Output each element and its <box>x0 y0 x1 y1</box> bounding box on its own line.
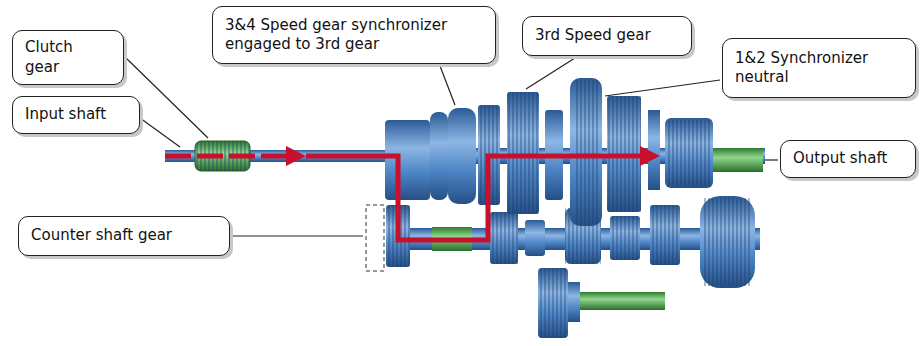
leader-line <box>605 80 720 96</box>
callout-text: Output shaft <box>793 149 903 169</box>
gear-teeth <box>704 198 751 286</box>
leader-line <box>230 235 363 236</box>
input-gear <box>385 120 430 200</box>
gear-teeth <box>650 205 680 265</box>
callout-box: 3rd Speed gear <box>522 16 692 56</box>
idler-hub <box>568 282 580 322</box>
gear-teeth <box>507 92 539 214</box>
power-flow-arrow <box>306 156 652 240</box>
gear-teeth <box>538 268 568 338</box>
counter-gear <box>525 220 545 256</box>
counter-gear <box>610 216 640 260</box>
callout-box: 1&2 Synchronizer neutral <box>722 38 916 98</box>
callout-text: Clutch gear <box>25 38 111 77</box>
leader-line <box>440 66 455 105</box>
callout-box: Input shaft <box>12 96 140 134</box>
gear-teeth <box>574 80 598 224</box>
callout-text: 1&2 Synchronizer neutral <box>735 49 903 88</box>
gear-teeth <box>610 216 640 260</box>
callout-text: 3&4 Speed gear synchronizer engaged to 3… <box>225 16 483 55</box>
callout-text: 3rd Speed gear <box>535 26 679 46</box>
output-shaft <box>713 148 763 172</box>
synchronizer-hub <box>430 112 448 200</box>
leader-line <box>765 159 778 160</box>
callout-box: 3&4 Speed gear synchronizer engaged to 3… <box>212 6 496 64</box>
spacer <box>648 110 660 190</box>
counter-gear-bracket <box>366 205 384 271</box>
idler-gear <box>538 268 568 338</box>
gear-teeth <box>667 120 711 186</box>
callout-box: Clutch gear <box>12 30 124 85</box>
counter-gear <box>490 212 518 264</box>
callout-box: Counter shaft gear <box>18 216 230 256</box>
output-gear <box>665 118 713 188</box>
synchronizer-1-2 <box>570 78 602 226</box>
counter-gear <box>650 205 680 265</box>
leader-line <box>526 58 575 89</box>
callout-box: Output shaft <box>780 140 916 178</box>
counter-large-gear <box>700 196 755 288</box>
power-flow-arrow <box>165 154 298 159</box>
callout-text: Counter shaft gear <box>31 226 217 246</box>
third-gear <box>507 92 539 214</box>
synchronizer-sleeve <box>448 108 476 204</box>
leader-line <box>140 118 180 147</box>
callout-text: Input shaft <box>25 105 127 125</box>
gear-teeth <box>490 212 518 264</box>
